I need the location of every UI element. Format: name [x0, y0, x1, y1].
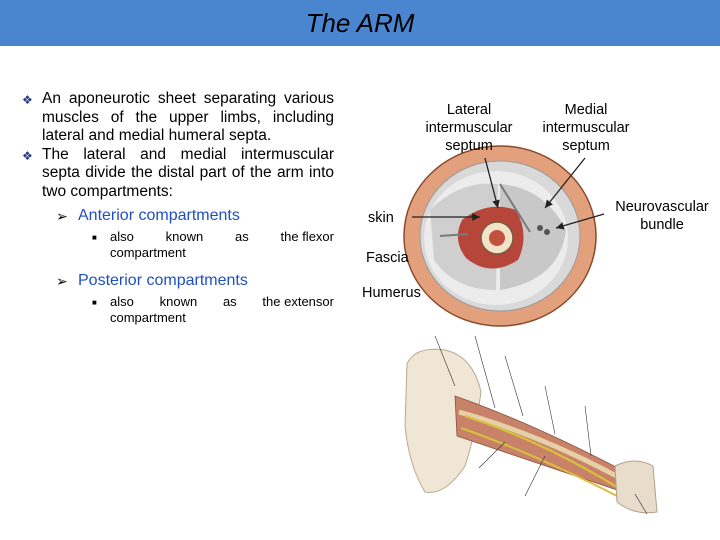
justified-line: also known as the flexor — [110, 228, 334, 244]
diamond-bullet-icon: ❖ — [22, 148, 33, 163]
humerus-label: Humerus — [362, 285, 421, 301]
diamond-bullet-icon: ❖ — [22, 93, 33, 107]
sub-heading-anterior: ➢ Anterior compartments — [56, 206, 240, 224]
text-column: ❖ An aponeurotic sheet separating variou… — [22, 90, 334, 326]
sub-sub-item: ■ also known as the flexor compartment — [92, 228, 334, 260]
sub-heading-posterior: ➢ Posterior compartments — [56, 271, 248, 289]
bullet-item: ❖ An aponeurotic sheet separating variou… — [22, 90, 334, 146]
slide-title: The ARM — [305, 8, 415, 38]
bullet-text: An aponeurotic sheet separating various … — [42, 90, 334, 145]
arm-cross-section-figure — [403, 145, 597, 327]
lateral-septum-label: Lateral intermuscular septum — [425, 102, 513, 154]
square-bullet-icon: ■ — [92, 297, 97, 307]
bullet-text: The lateral and medial intermuscular sep… — [42, 145, 334, 200]
title-bar — [0, 0, 720, 46]
medial-septum-label: Medial intermuscular septum — [542, 102, 630, 154]
square-bullet-icon: ■ — [92, 232, 97, 242]
bullet-item: ❖ The lateral and medial intermuscular s… — [22, 146, 334, 202]
fascia-label: Fascia — [366, 250, 409, 266]
arm-dissection-figure — [404, 335, 658, 515]
arrow-bullet-icon: ➢ — [56, 272, 68, 289]
skin-label: skin — [368, 210, 394, 226]
justified-line: also known as the extensor — [110, 293, 334, 309]
arrow-bullet-icon: ➢ — [56, 207, 68, 224]
sub-sub-item: ■ also known as the extensor compartment — [92, 293, 334, 325]
neurovascular-label: Neurovascular bundle — [615, 199, 709, 233]
